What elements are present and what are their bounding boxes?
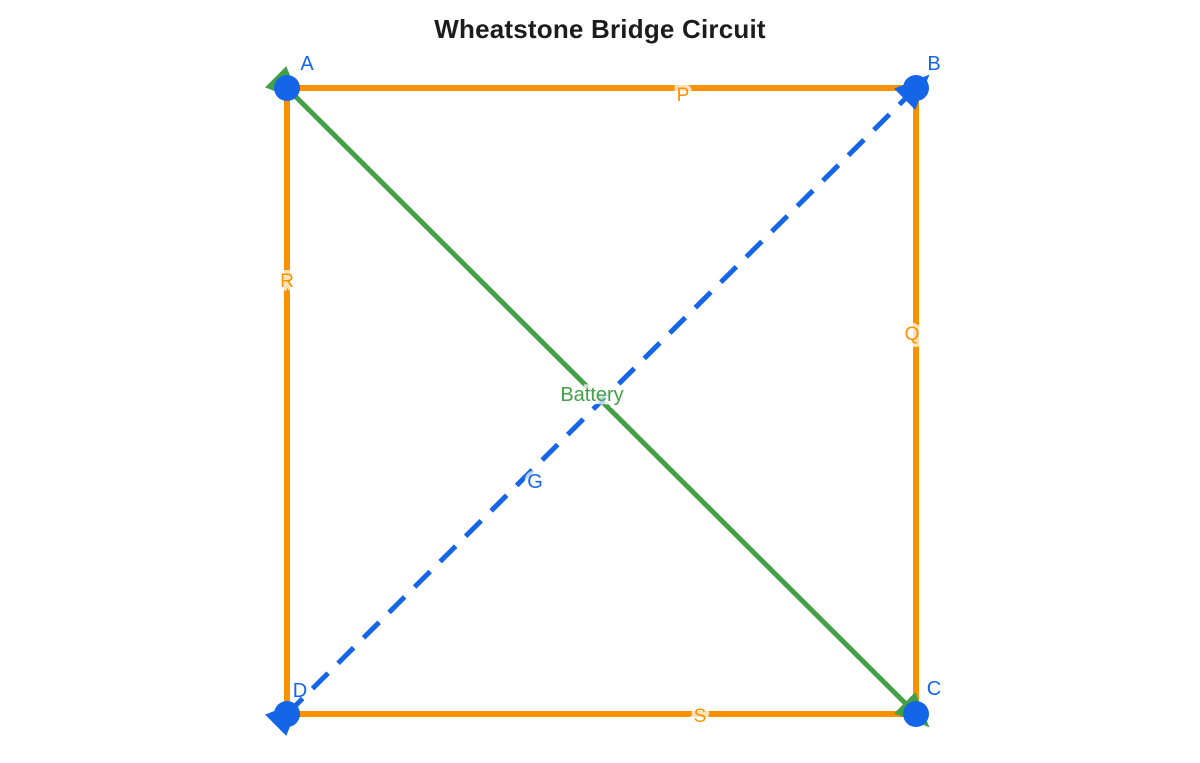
galvanometer-diagonal <box>265 74 930 736</box>
node-labels: A B C D <box>293 53 941 702</box>
galvanometer-line <box>265 74 930 736</box>
edge-label-S: S <box>694 706 707 727</box>
node-label-C: C <box>927 678 941 700</box>
edge-label-Q: Q <box>905 324 920 345</box>
edge-labels: P Q S R <box>277 82 923 731</box>
node-label-A: A <box>300 53 314 75</box>
page-title: Wheatstone Bridge Circuit <box>434 14 766 44</box>
node-A-dot[interactable] <box>274 75 300 101</box>
diagonal-labels: Battery G <box>524 381 627 497</box>
junction-nodes <box>274 75 929 727</box>
node-D-dot[interactable] <box>274 701 300 727</box>
battery-label: Battery <box>560 384 623 406</box>
edge-label-R: R <box>280 271 294 292</box>
edge-label-P: P <box>677 85 690 106</box>
node-B-dot[interactable] <box>903 75 929 101</box>
node-C-dot[interactable] <box>903 701 929 727</box>
node-label-B: B <box>927 53 940 75</box>
galvanometer-label: G <box>527 471 543 493</box>
node-label-D: D <box>293 680 307 702</box>
